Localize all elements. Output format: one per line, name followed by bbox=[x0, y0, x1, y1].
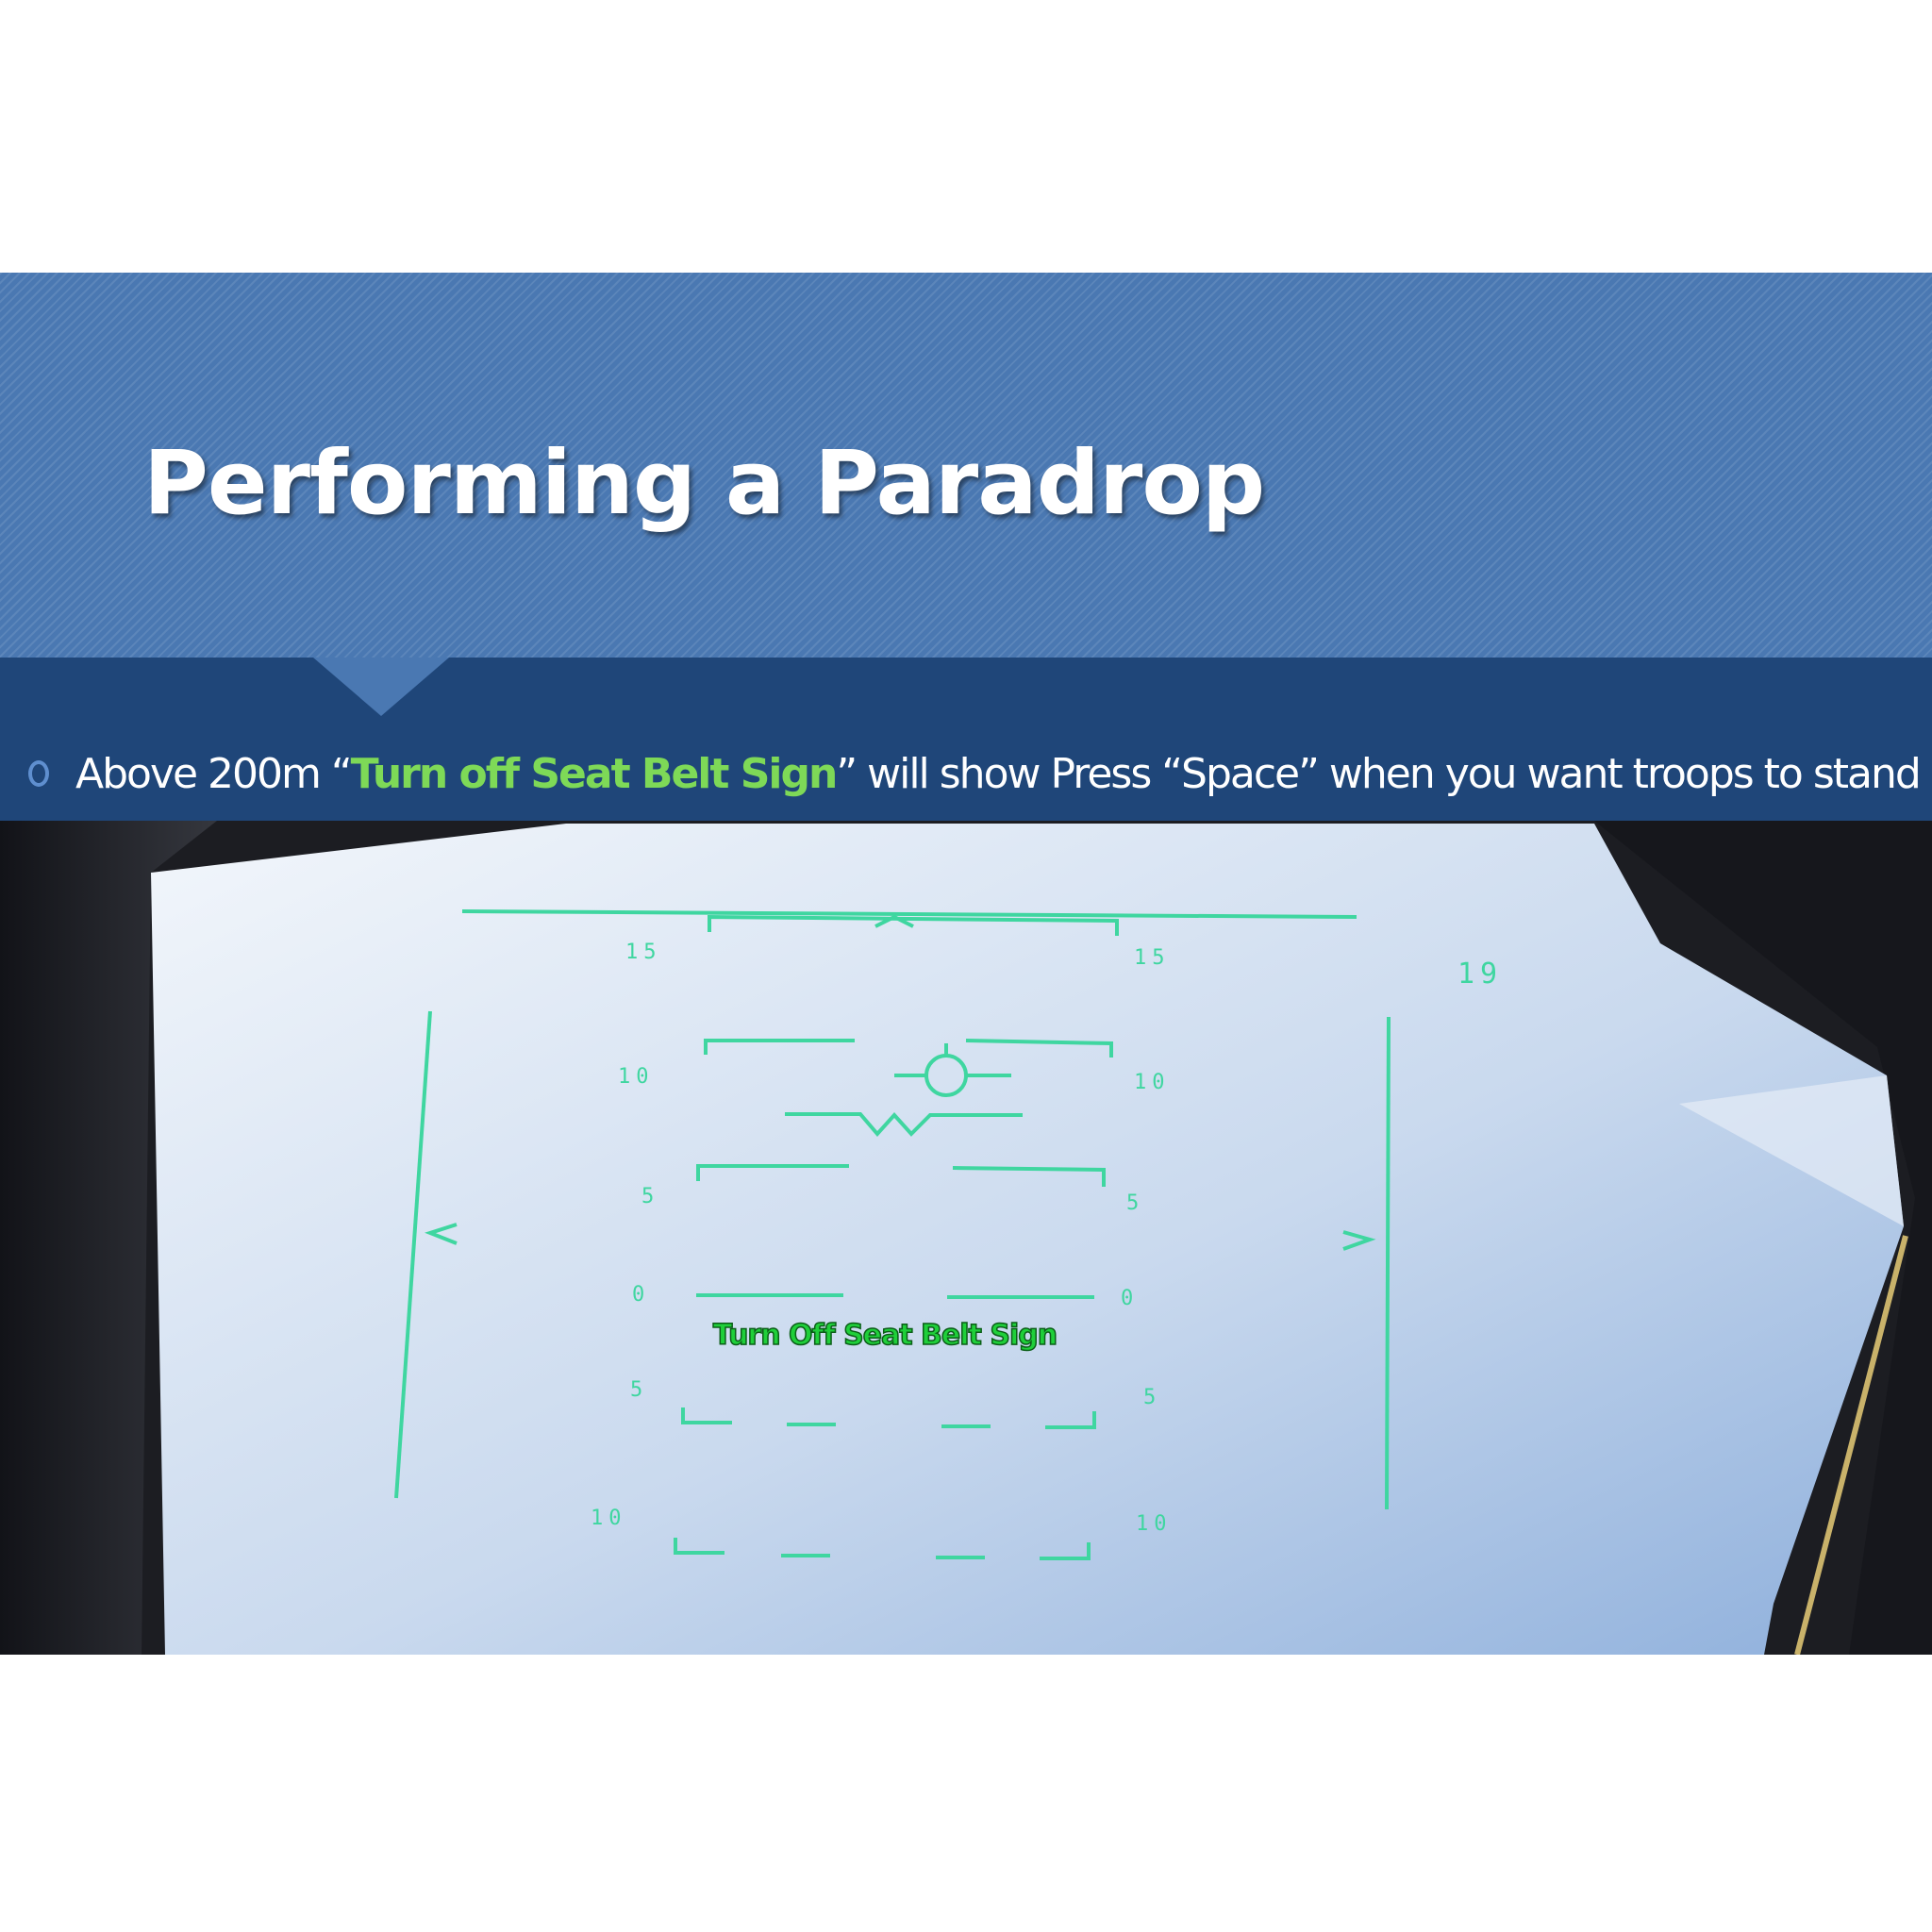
right-canopy-pillar bbox=[1594, 821, 1932, 1655]
hud-pitch-label-0-right: 0 bbox=[1121, 1287, 1139, 1310]
canopy-edge-strip bbox=[1794, 1235, 1908, 1655]
hud-pitch-label-10-right: 10 bbox=[1134, 1071, 1171, 1094]
bullet-item: Above 200m “Turn off Seat Belt Sign” wil… bbox=[28, 745, 1922, 802]
hud-lines bbox=[394, 909, 1391, 1560]
slide-title: Performing a Paradrop bbox=[143, 432, 1265, 535]
hud-pitch-label-15-right: 15 bbox=[1134, 946, 1171, 970]
title-notch bbox=[313, 658, 449, 716]
hud-pitch-label-minus5-right: 5 bbox=[1143, 1386, 1161, 1409]
title-band bbox=[0, 273, 1932, 658]
hud-seatbelt-message: Turn Off Seat Belt Sign bbox=[713, 1319, 1057, 1352]
hud-pitch-label-5-right: 5 bbox=[1126, 1191, 1144, 1215]
hud-pitch-label-5-left: 5 bbox=[641, 1185, 659, 1208]
bullet-circle-icon bbox=[28, 760, 49, 787]
windshield-sky bbox=[151, 824, 1904, 1655]
game-screenshot: 15 15 19 10 10 5 5 0 0 5 5 10 10 Turn Of… bbox=[0, 821, 1932, 1655]
hud-pitch-label-minus10-left: 10 bbox=[591, 1507, 627, 1530]
cockpit-view: 15 15 19 10 10 5 5 0 0 5 5 10 10 Turn Of… bbox=[0, 821, 1932, 1655]
hud-pitch-label-minus10-right: 10 bbox=[1136, 1512, 1173, 1536]
bullet-text: Above 200m “Turn off Seat Belt Sign” wil… bbox=[75, 749, 1922, 798]
hud-pitch-label-0-left: 0 bbox=[632, 1283, 650, 1307]
bullet-highlight: Turn off Seat Belt Sign bbox=[350, 749, 839, 798]
hud-heading-readout: 19 bbox=[1457, 958, 1503, 991]
bullet-text-suffix: ” will show Press “Space” when you want … bbox=[836, 749, 1921, 798]
sky-glare bbox=[1679, 1075, 1904, 1226]
hud-pitch-label-10-left: 10 bbox=[618, 1065, 655, 1089]
bullet-text-prefix: Above 200m “ bbox=[75, 749, 353, 798]
hud-pitch-label-minus5-left: 5 bbox=[630, 1378, 648, 1402]
hud-pitch-label-15-left: 15 bbox=[625, 941, 662, 964]
left-canopy-pillar bbox=[0, 821, 217, 1655]
